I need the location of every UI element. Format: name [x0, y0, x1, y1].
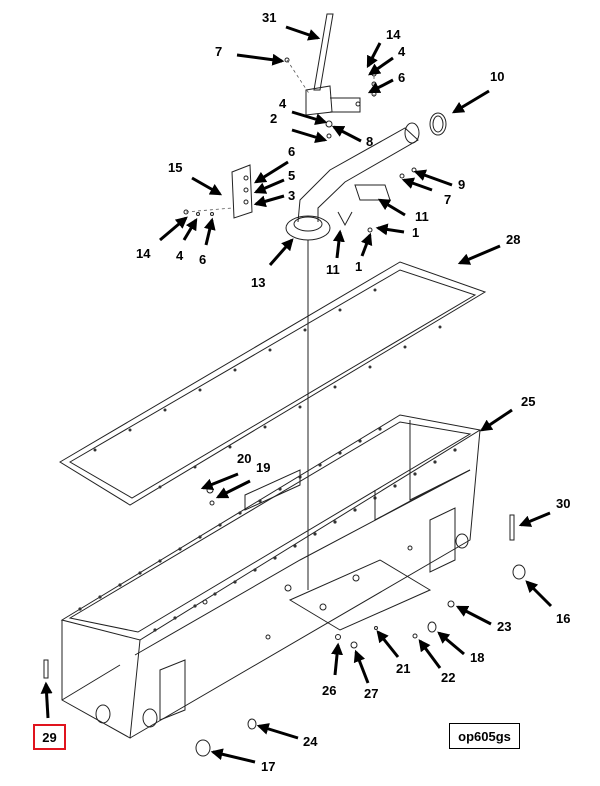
callout-4: 4 [279, 96, 287, 111]
callout-20: 20 [237, 451, 251, 466]
callout-6: 6 [398, 70, 405, 85]
callout-31: 31 [262, 10, 276, 25]
callout-22: 22 [441, 670, 455, 685]
callout-14: 14 [136, 246, 151, 261]
dipstick-tube [284, 13, 377, 116]
callout-24: 24 [303, 734, 318, 749]
callout-8: 8 [366, 134, 373, 149]
callout-6: 6 [288, 144, 295, 159]
fasteners [43, 120, 526, 757]
callout-28: 28 [506, 232, 520, 247]
callout-4: 4 [398, 44, 406, 59]
callout-3: 3 [288, 188, 295, 203]
callout-27: 27 [364, 686, 378, 701]
callout-9: 9 [458, 177, 465, 192]
callout-26: 26 [322, 683, 336, 698]
callout-14: 14 [386, 27, 401, 42]
callout-7: 7 [444, 192, 451, 207]
callout-23: 23 [497, 619, 511, 634]
callout-19: 19 [256, 460, 270, 475]
callout-25: 25 [521, 394, 535, 409]
callout-15: 15 [168, 160, 182, 175]
callout-7: 7 [215, 44, 222, 59]
oil-pan-gasket [59, 261, 487, 506]
oil-pan [60, 240, 482, 739]
callout-11: 11 [326, 262, 340, 277]
callout-21: 21 [396, 661, 410, 676]
callout-labels: 31 7 14 4 6 10 4 2 8 6 5 3 15 9 7 11 1 1… [136, 10, 570, 774]
callout-17: 17 [261, 759, 275, 774]
callout-10: 10 [490, 69, 504, 84]
reference-code-box: op605gs [449, 723, 520, 749]
callout-18: 18 [470, 650, 484, 665]
callout-1: 1 [412, 225, 419, 240]
callout-16: 16 [556, 611, 570, 626]
support-bracket [183, 164, 253, 219]
callout-13: 13 [251, 275, 265, 290]
callout-1: 1 [355, 259, 362, 274]
callout-30: 30 [556, 496, 570, 511]
callout-5: 5 [288, 168, 295, 183]
callout-11: 11 [415, 209, 429, 224]
highlighted-callout-29[interactable]: 29 [33, 724, 66, 750]
callout-4: 4 [176, 248, 184, 263]
callout-6: 6 [199, 252, 206, 267]
leader-arrows [40, 25, 553, 764]
callout-2: 2 [270, 111, 277, 126]
